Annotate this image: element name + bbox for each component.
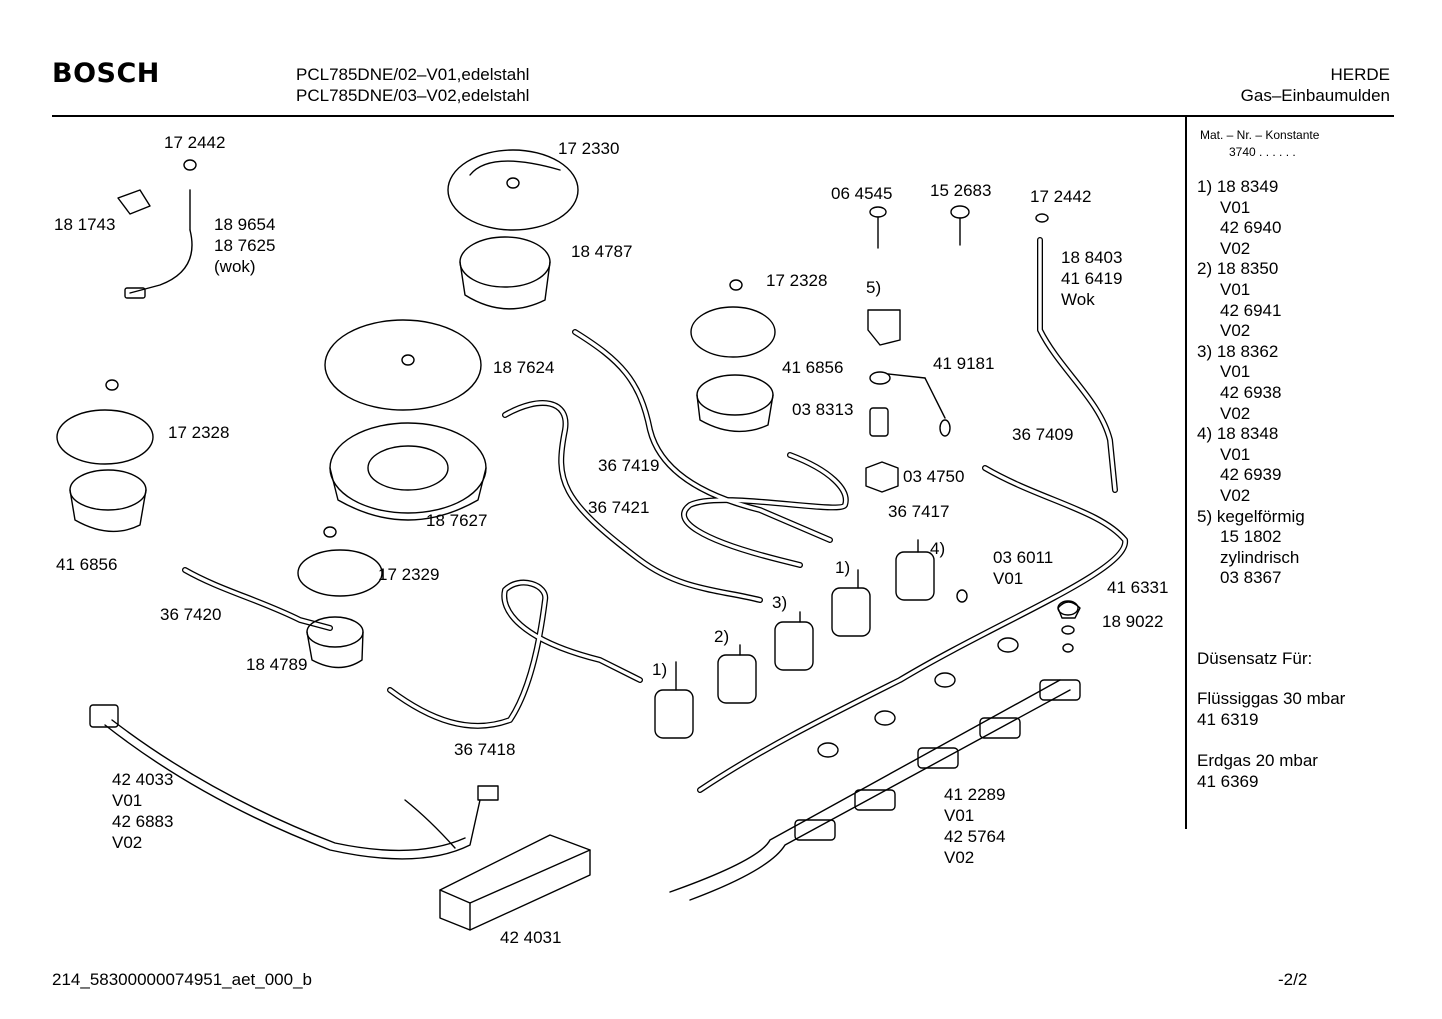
callout-label: 03 8313 [792, 400, 854, 419]
callout-label: 15 2683 [930, 181, 992, 200]
callout-label: Wok [1061, 290, 1095, 309]
callout-label: 18 4787 [571, 242, 633, 261]
burner-rings [56, 149, 776, 597]
variant-line: 5) kegelförmig [1197, 506, 1305, 526]
callout-label: 18 1743 [54, 215, 116, 234]
callout-label: 41 6331 [1107, 578, 1169, 597]
variant-line: V02 [1220, 238, 1251, 258]
sidebar-divider [1185, 117, 1187, 829]
callout-label: 18 7627 [426, 511, 488, 530]
callout-label: 41 6419 [1061, 269, 1123, 288]
gas-valves [654, 539, 935, 739]
variant-line: 4) 18 8348 [1197, 424, 1279, 444]
model-line-1: PCL785DNE/02–V01,edelstahl [296, 65, 530, 84]
callout-label: 18 7625 [214, 236, 276, 255]
nozzle-set-part: 41 6369 [1197, 772, 1259, 791]
callout-label: V01 [112, 791, 143, 810]
callout-label: 17 2330 [558, 139, 620, 158]
callout-label: V01 [993, 569, 1024, 588]
callout-label: 18 9654 [214, 215, 276, 234]
variant-line: 3) 18 8362 [1197, 341, 1279, 361]
variant-line: 42 6941 [1220, 300, 1282, 320]
callout-label: 41 9181 [933, 354, 995, 373]
callout-label: 18 9022 [1102, 612, 1164, 631]
nozzle-set-title: Düsensatz Für: [1197, 649, 1313, 668]
variant-line: V01 [1220, 362, 1251, 382]
callout-label: 42 4031 [500, 928, 562, 947]
brand-logo: BOSCH [52, 58, 160, 89]
variant-line: 03 8367 [1220, 568, 1282, 588]
variant-line: 42 6940 [1220, 218, 1282, 238]
konstante-label: Mat. – Nr. – Konstante [1200, 128, 1320, 142]
callout-label: 36 7417 [888, 502, 950, 521]
callout-label: V01 [944, 806, 975, 825]
variant-line: 1) 18 8349 [1197, 177, 1279, 196]
callout-label: 17 2328 [766, 271, 828, 290]
nozzle-set-gas: Flüssiggas 30 mbar [1197, 689, 1346, 708]
variant-line: V02 [1220, 486, 1251, 505]
callout-label: 2) [714, 627, 730, 646]
callout-label: 17 2329 [378, 565, 440, 584]
cable-and-connector [89, 704, 591, 931]
callout-label: 03 4750 [903, 467, 965, 486]
callout-label: 41 6856 [782, 358, 844, 377]
small-parts [105, 159, 1081, 653]
variant-line: V01 [1220, 444, 1251, 464]
nozzle-set-part: 41 6319 [1197, 710, 1259, 729]
variant-line: 42 6939 [1220, 465, 1282, 485]
nozzle-set-gas: Erdgas 20 mbar [1197, 751, 1318, 770]
variant-line: 42 6938 [1220, 383, 1282, 402]
callout-label: 17 2442 [1030, 187, 1092, 206]
category-title: HERDE [1330, 65, 1390, 84]
callout-label: 1) [652, 660, 668, 679]
callout-label: 1) [835, 558, 851, 577]
category-subtitle: Gas–Einbaumulden [1240, 86, 1390, 105]
callout-label: 18 8403 [1061, 248, 1123, 267]
callout-label: 36 7420 [160, 605, 222, 624]
callout-label: 42 5764 [944, 827, 1006, 846]
callout-label: 41 2289 [944, 785, 1006, 804]
callout-label: V02 [944, 848, 975, 867]
callout-label: 03 6011 [993, 548, 1054, 567]
callout-label: 3) [772, 593, 788, 612]
burner-housings [69, 236, 774, 669]
variant-line: V01 [1220, 197, 1251, 217]
callout-label: 36 7421 [588, 498, 650, 517]
callout-label: 17 2328 [168, 423, 230, 442]
variant-line: 2) 18 8350 [1197, 259, 1279, 279]
variant-line: V02 [1220, 321, 1251, 341]
callout-label: 42 4033 [112, 770, 174, 789]
variant-line: 15 1802 [1220, 527, 1282, 547]
variant-line: V01 [1220, 280, 1251, 299]
callout-label: 36 7419 [598, 456, 660, 475]
ignition-harness [669, 600, 1081, 901]
callout-label: 18 7624 [493, 358, 555, 377]
callout-label: V02 [112, 833, 143, 852]
callout-label: 41 6856 [56, 555, 118, 574]
document-id: 214_58300000074951_aet_000_b [52, 970, 312, 989]
callout-label: 4) [930, 539, 946, 558]
callout-label: 36 7418 [454, 740, 516, 759]
variant-line: V02 [1220, 403, 1251, 423]
callout-label: (wok) [214, 257, 256, 276]
callout-label: 18 4789 [246, 655, 308, 674]
variant-line: zylindrisch [1220, 547, 1300, 567]
callout-label: 5) [866, 278, 882, 297]
callout-label: 17 2442 [164, 133, 226, 152]
model-line-2: PCL785DNE/03–V02,edelstahl [296, 86, 530, 105]
page-number: -2/2 [1278, 970, 1308, 989]
konstante-value: 3740 . . . . . . [1229, 145, 1296, 159]
callout-label: 36 7409 [1012, 425, 1074, 444]
callout-label: 42 6883 [112, 812, 174, 831]
callout-label: 06 4545 [831, 184, 893, 203]
header-divider [52, 115, 1394, 117]
